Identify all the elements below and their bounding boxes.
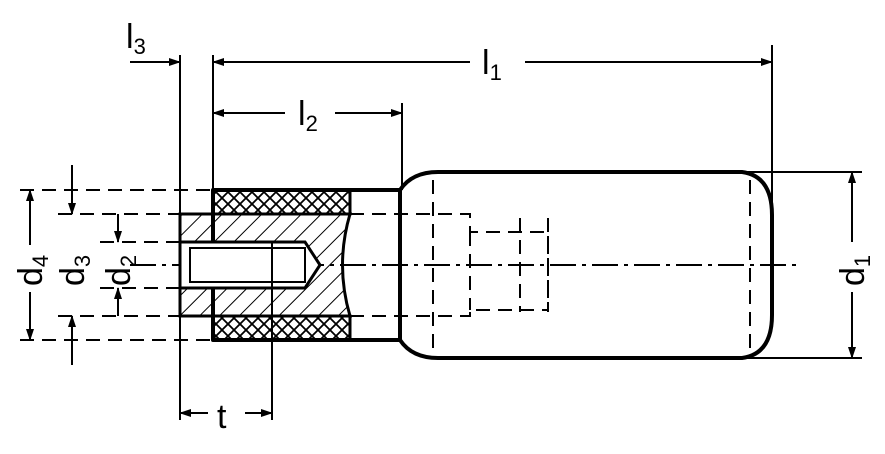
label-t: t [217,398,227,436]
label-l1: l1 [482,44,502,85]
label-d2: d2 [100,255,141,286]
label-d1: d1 [834,255,875,286]
label-l3: l3 [126,18,146,59]
label-l2: l2 [298,95,318,136]
knob-body [398,170,774,360]
thread-core [189,247,306,283]
sleeve-wall-bottom [211,314,352,342]
label-d4: d4 [12,255,53,286]
sleeve-wall-top [211,188,352,216]
label-d3: d3 [54,255,95,286]
